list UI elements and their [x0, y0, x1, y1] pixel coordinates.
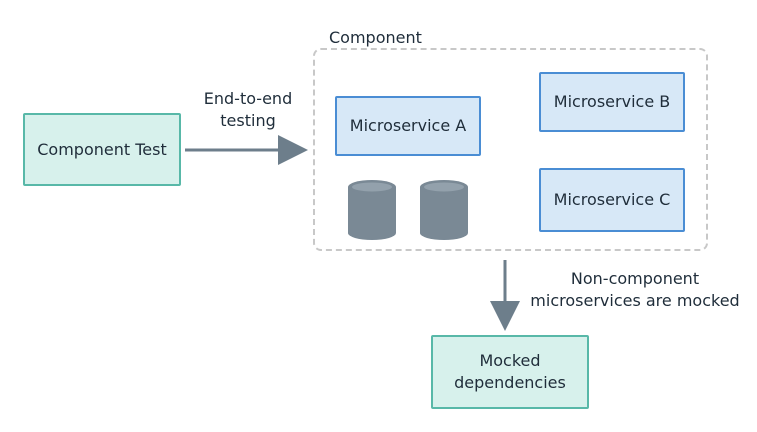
microservice-b-node: Microservice B — [539, 72, 685, 132]
mocked-dependencies-node: Mocked dependencies — [431, 335, 589, 409]
testing-line: testing — [220, 110, 276, 130]
component-test-node: Component Test — [23, 113, 181, 186]
microservice-b-label: Microservice B — [553, 92, 671, 112]
database-icon-1 — [348, 180, 396, 240]
component-title: Component — [329, 28, 422, 47]
mocked-note-line-1: Non-component — [570, 269, 700, 288]
mocked-note-line-2: microservices are mocked — [530, 290, 740, 310]
mocked-line: Mocked — [479, 351, 541, 371]
dependencies-line: dependencies — [454, 373, 566, 392]
end-to-end-line: End-to-end — [203, 89, 293, 108]
end-to-end-testing-label: End-to-end testing — [193, 88, 303, 131]
microservice-c-label: Microservice C — [553, 190, 671, 210]
component-test-label: Component Test — [37, 139, 167, 159]
mocked-note: Non-component microservices are mocked — [525, 268, 745, 311]
mocked-dependencies-label: Mocked dependencies — [454, 350, 566, 393]
component-boundary — [313, 48, 708, 251]
microservice-c-node: Microservice C — [539, 168, 685, 232]
database-icon-2 — [420, 180, 468, 240]
microservice-a-node: Microservice A — [335, 96, 481, 156]
microservice-a-label: Microservice A — [349, 116, 467, 136]
